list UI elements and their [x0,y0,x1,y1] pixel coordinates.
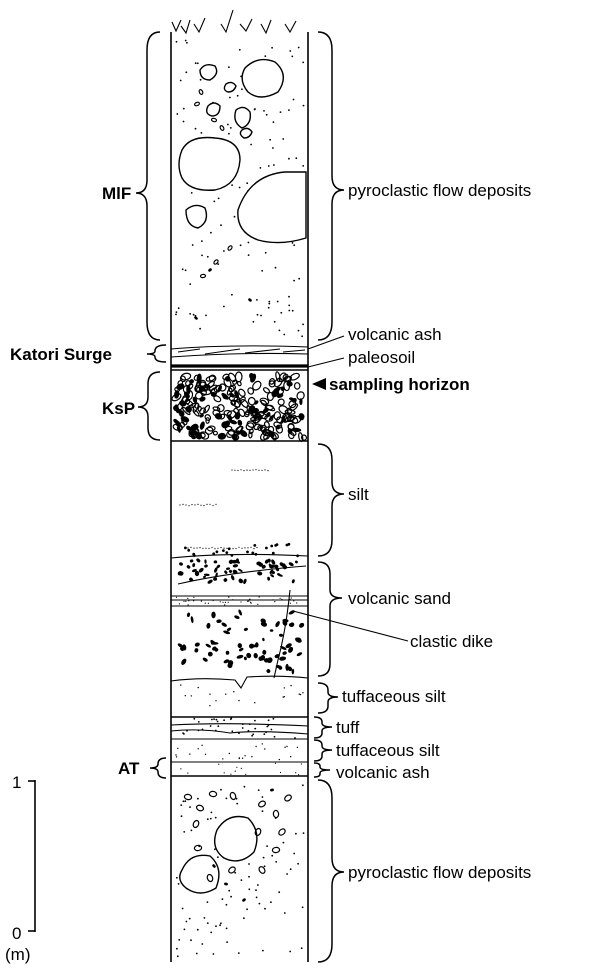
scale-top-value: 1 [12,773,21,792]
label-at: AT [118,759,140,778]
scale-bar: 1 0 (m) [5,773,35,964]
right-braces [314,32,344,962]
label-pyroclastic-lower: pyroclastic flow deposits [348,863,531,882]
label-tuffaceous-silt-lower: tuffaceous silt [336,741,440,760]
vegetation-icon [172,10,296,33]
right-labels: pyroclastic flow deposits volcanic ash p… [329,181,531,882]
label-pyroclastic-upper: pyroclastic flow deposits [348,181,531,200]
label-silt: silt [348,485,369,504]
left-braces [136,32,166,778]
label-ksp: KsP [102,399,135,418]
left-labels: MlF Katori Surge KsP AT [10,184,140,778]
label-sampling-horizon: sampling horizon [329,375,470,394]
label-volcanic-ash-upper: volcanic ash [348,325,442,344]
label-volcanic-sand: volcanic sand [348,589,451,608]
lithology-fills [171,40,307,958]
label-paleosoil: paleosoil [348,348,415,367]
scale-bottom-value: 0 [12,924,21,943]
label-clastic-dike: clastic dike [410,632,493,651]
sampling-arrow-icon [312,378,326,390]
label-volcanic-ash-lower: volcanic ash [336,763,430,782]
label-katori-surge: Katori Surge [10,345,112,364]
scale-unit: (m) [5,945,30,964]
label-mif: MlF [102,184,131,203]
label-tuffaceous-silt-upper: tuffaceous silt [342,687,446,706]
label-tuff: tuff [336,718,360,737]
